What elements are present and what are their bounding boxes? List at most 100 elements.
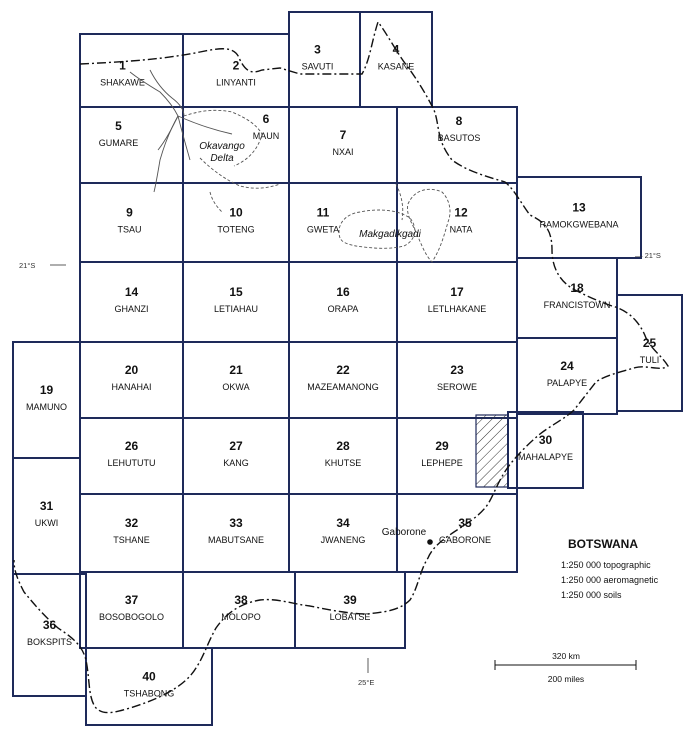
sheet-34-number: 34 [336, 516, 350, 530]
legend-title: BOTSWANA [568, 537, 638, 551]
sheet-21-number: 21 [229, 363, 243, 377]
sheet-13-name: RAMOKGWEBANA [539, 220, 618, 230]
sheet-14-box [79, 261, 184, 343]
sheet-17-box [396, 261, 518, 343]
sheet-8-name: BASUTOS [438, 133, 481, 143]
sheet-7-name: NXAI [332, 147, 353, 157]
sheet-8-number: 8 [456, 114, 463, 128]
sheet-23-number: 23 [450, 363, 464, 377]
sheet-27-number: 27 [229, 439, 243, 453]
sheet-1-box [79, 33, 184, 108]
sheet-9-number: 9 [126, 206, 133, 220]
sheet-5-number: 5 [115, 119, 122, 133]
sheet-12-name: NATA [450, 225, 473, 235]
sheet-20-number: 20 [125, 363, 139, 377]
sheet-32-box [79, 493, 184, 573]
legend-item: 1:250 000 topographic [561, 560, 651, 570]
sheet-28-name: KHUTSE [325, 458, 362, 468]
sheet-33-name: MABUTSANE [208, 535, 264, 545]
sheet-6-number: 6 [263, 112, 270, 126]
sheet-29-number: 29 [435, 439, 449, 453]
sheet-21-name: OKWA [222, 382, 249, 392]
scale-bar: 320 km 200 miles [494, 651, 637, 684]
sheet-5-name: GUMARE [99, 138, 139, 148]
sheet-19-name: MAMUNO [26, 402, 67, 412]
sheet-31-name: UKWI [35, 518, 59, 528]
sheet-37-box [79, 571, 184, 649]
sheet-21-box [182, 341, 290, 419]
sheet-23-name: SEROWE [437, 382, 477, 392]
sheet-31-number: 31 [40, 499, 54, 513]
hatched-area [475, 414, 509, 488]
sheet-15-name: LETIAHAU [214, 304, 258, 314]
sheet-10-number: 10 [229, 206, 243, 220]
sheet-33-number: 33 [229, 516, 243, 530]
makgadikgadi-pans [338, 183, 451, 263]
sheet-36-box [12, 573, 87, 697]
sheet-24-box [516, 337, 618, 415]
makgadikgadi-label: Makgadikgadi [359, 229, 421, 240]
okavango-label: Okavango [199, 141, 245, 152]
sheet-16-number: 16 [336, 285, 350, 299]
sheet-30-box [507, 411, 584, 489]
gaborone-city-dot [427, 539, 433, 545]
sheet-40-name: TSHABONG [124, 689, 175, 699]
sheet-26-number: 26 [125, 439, 139, 453]
sheet-15-box [182, 261, 290, 343]
sheet-24-number: 24 [560, 359, 574, 373]
sheet-31-box [12, 457, 81, 575]
sheet-3-name: SAVUTI [302, 62, 334, 72]
sheet-20-name: HANAHAI [111, 382, 151, 392]
gaborone-city-label: Gaborone [382, 527, 427, 538]
sheet-35-name: GABORONE [439, 535, 491, 545]
sheet-28-number: 28 [336, 439, 350, 453]
sheet-19-number: 19 [40, 383, 54, 397]
sheet-14-number: 14 [125, 285, 139, 299]
sheet-11-name: GWETA [307, 225, 339, 235]
sheet-16-name: ORAPA [328, 304, 359, 314]
sheet-40-number: 40 [142, 670, 156, 684]
national-border [13, 20, 669, 714]
sheet-27-box [182, 417, 290, 495]
lon-label-bottom: 25°E [358, 678, 374, 687]
sheet-7-number: 7 [340, 128, 347, 142]
delta-label: Delta [210, 153, 234, 164]
sheet-10-box [182, 182, 290, 263]
legend-item: 1:250 000 soils [561, 590, 622, 600]
sheet-38-number: 38 [234, 593, 248, 607]
sheet-grid: 1SHAKAWE2LINYANTI3SAVUTI4KASANE5GUMARE6M… [12, 11, 683, 726]
sheet-18-name: FRANCISTOWN [544, 300, 611, 310]
sheet-30-number: 30 [539, 433, 553, 447]
sheet-39-box [294, 571, 406, 649]
lat-label-right: — 21°S [635, 251, 661, 260]
sheet-16-box [288, 261, 398, 343]
sheet-7-box [288, 106, 398, 184]
sheet-22-box [288, 341, 398, 419]
sheet-39-name: LOBATSE [330, 612, 371, 622]
sheet-27-name: KANG [223, 458, 249, 468]
sheet-40-box [85, 647, 213, 726]
sheet-30-name: MAHALAPYE [518, 452, 573, 462]
sheet-4-name: KASANE [378, 62, 415, 72]
sheet-17-number: 17 [450, 285, 464, 299]
sheet-18-box [516, 257, 618, 339]
sheet-9-box [79, 182, 184, 263]
sheet-1-number: 1 [119, 59, 126, 73]
sheet-29-name: LEPHEPE [421, 458, 463, 468]
sheet-32-name: TSHANE [113, 535, 150, 545]
sheet-12-number: 12 [454, 206, 468, 220]
sheet-20-box [79, 341, 184, 419]
sheet-37-name: BOSOBOGOLO [99, 612, 164, 622]
sheet-1-name: SHAKAWE [100, 78, 145, 88]
sheet-34-name: JWANENG [321, 535, 366, 545]
sheet-13-number: 13 [572, 201, 586, 215]
sheet-25-box [616, 294, 683, 412]
sheet-11-number: 11 [317, 206, 330, 220]
sheet-25-name: TULI [640, 355, 660, 365]
sheet-36-name: BOKSPITS [27, 637, 72, 647]
sheet-28-box [288, 417, 398, 495]
sheet-3-box [288, 11, 361, 108]
legend-item: 1:250 000 aeromagnetic [561, 575, 659, 585]
sheet-35-number: 35 [458, 516, 472, 530]
